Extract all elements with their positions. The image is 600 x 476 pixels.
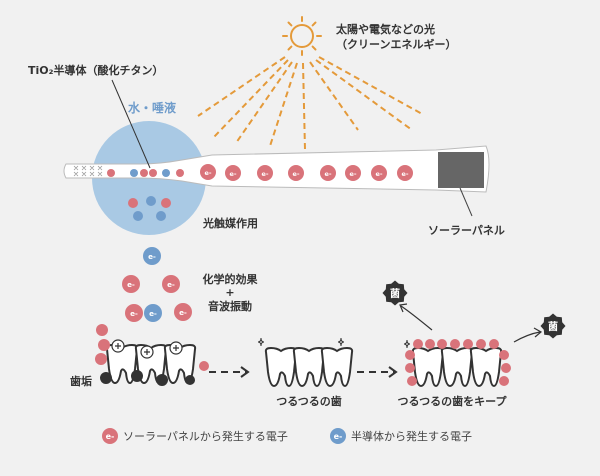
plaque-blob — [100, 372, 112, 384]
repel-arrows — [399, 303, 543, 343]
solar-electron-dot: e- — [371, 165, 387, 181]
solar-panel — [438, 152, 484, 188]
tooth-electron — [450, 339, 460, 349]
falling-electron: e- — [125, 304, 143, 322]
toothbrush — [63, 145, 490, 193]
svg-text:e-: e- — [130, 309, 138, 318]
plus-charge-icon — [140, 345, 154, 359]
tooth-electron — [501, 363, 511, 373]
solar-electron-dot: e- — [345, 165, 361, 181]
legend-solar-dot: e- — [102, 428, 118, 444]
plaque-blob — [185, 375, 195, 385]
svg-text:e-: e- — [262, 170, 269, 178]
tooth-electron — [199, 361, 209, 371]
sun-icon — [282, 16, 322, 56]
svg-text:e-: e- — [149, 309, 157, 318]
semiconductor-region-electron — [149, 169, 157, 177]
falling-electron: e- — [122, 275, 140, 293]
tooth-electron — [463, 339, 473, 349]
tooth-electron — [437, 339, 447, 349]
tooth-electron — [407, 376, 417, 386]
tooth-electron — [499, 350, 509, 360]
semiconductor-region-electron — [162, 169, 170, 177]
tooth-electron — [98, 339, 110, 351]
solar-electron-dot: e- — [225, 165, 241, 181]
brush-bristles — [73, 165, 103, 177]
arrow-smooth-to-keep — [357, 366, 398, 378]
solar-panel-leader — [459, 187, 473, 217]
water-electron — [161, 198, 171, 208]
water-label: 水・唾液 — [128, 100, 176, 115]
light-rays — [197, 56, 425, 151]
semiconductor-region-electron — [176, 169, 184, 177]
teeth-smooth — [264, 347, 354, 387]
legend-semiconductor-label: 半導体から発生する電子 — [351, 430, 472, 443]
solar-electron-dot: e- — [257, 165, 273, 181]
tooth-electron — [499, 376, 509, 386]
semiconductor-region-electron — [107, 169, 115, 177]
bacteria-label: 菌 — [548, 320, 558, 333]
sun-caption-line2: （クリーンエネルギー） — [336, 37, 456, 51]
svg-text:e-: e- — [167, 280, 175, 289]
plus-charge-icon — [111, 339, 125, 353]
arrow-plaque-to-smooth — [209, 366, 250, 378]
effects-label-line2: + — [225, 286, 234, 299]
effects-label-line3: 音波振動 — [208, 299, 252, 313]
svg-text:e-: e- — [148, 252, 156, 261]
plaque-label: 歯垢 — [70, 374, 92, 388]
svg-text:e-: e- — [350, 170, 357, 178]
tooth-electron — [413, 339, 423, 349]
sparkle-icons — [257, 337, 411, 349]
water-electron — [128, 198, 138, 208]
svg-text:e-: e- — [127, 280, 135, 289]
legend-solar: e- ソーラーパネルから発生する電子 — [102, 428, 288, 444]
teeth-kept-smooth — [411, 347, 503, 387]
tooth-electron — [96, 324, 108, 336]
legend-semiconductor: e- 半導体から発生する電子 — [330, 428, 472, 444]
keep-teeth-label: つるつるの歯をキープ — [398, 394, 508, 408]
svg-text:e-: e- — [293, 170, 300, 178]
falling-electron: e- — [162, 275, 180, 293]
water-electron — [133, 211, 143, 221]
solar-electron-dot: e- — [200, 164, 216, 180]
tio2-label: TiO₂半導体（酸化チタン） — [28, 63, 163, 77]
semiconductor-region-electron — [140, 169, 148, 177]
tooth-electron — [405, 350, 415, 360]
tooth-electron — [95, 353, 107, 365]
svg-text:e-: e- — [325, 170, 332, 178]
semiconductor-region-electron — [130, 169, 138, 177]
svg-text:e-: e- — [402, 170, 409, 178]
svg-text:e-: e- — [230, 170, 237, 178]
plus-charge-icon — [169, 341, 183, 355]
smooth-teeth-label: つるつるの歯 — [276, 394, 342, 408]
bacteria-icon: 菌 — [382, 280, 408, 306]
solar-electron-dot: e- — [397, 165, 413, 181]
falling-electron: e- — [143, 247, 161, 265]
falling-electron: e- — [144, 304, 162, 322]
tio2-leader — [111, 79, 151, 169]
sun-caption-line1: 太陽や電気などの光 — [335, 22, 435, 36]
legend-solar-label: ソーラーパネルから発生する電子 — [123, 430, 288, 443]
water-electron — [146, 196, 156, 206]
tooth-electron — [425, 339, 435, 349]
tooth-electron — [405, 363, 415, 373]
legend-semiconductor-dot: e- — [330, 428, 346, 444]
solar-electron-dot: e- — [288, 165, 304, 181]
photocatalyst-label: 光触媒作用 — [202, 216, 258, 230]
tooth-electron — [476, 339, 486, 349]
bacteria-label: 菌 — [390, 287, 400, 300]
svg-text:e-: e- — [179, 308, 187, 317]
svg-text:e-: e- — [376, 170, 383, 178]
plaque-blob — [156, 374, 168, 386]
plaque-blob — [131, 370, 143, 382]
effects-label-line1: 化学的効果 — [203, 272, 258, 286]
bacteria-icon: 菌 — [540, 313, 566, 339]
water-electron — [156, 211, 166, 221]
solar-panel-label: ソーラーパネル — [428, 224, 505, 237]
svg-text:e-: e- — [205, 169, 212, 177]
solar-electron-dot: e- — [320, 165, 336, 181]
tooth-electron — [489, 339, 499, 349]
falling-electron: e- — [174, 303, 192, 321]
